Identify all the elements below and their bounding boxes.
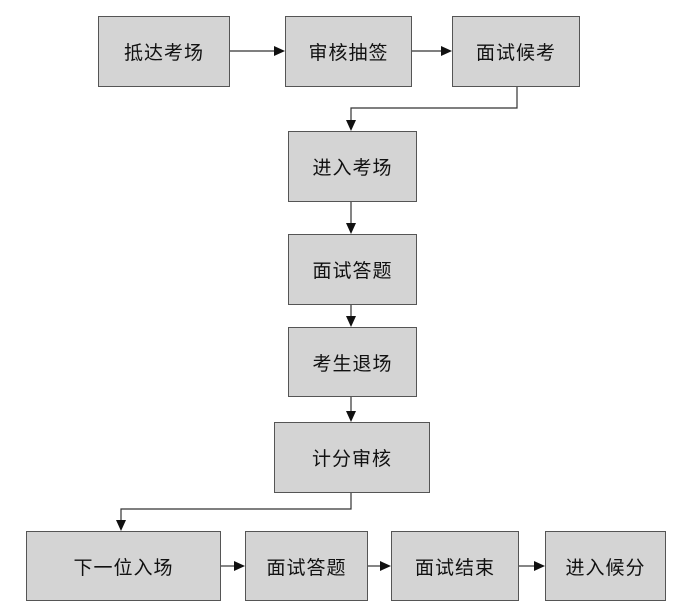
connector-next-enter-to-answer-questions-2-arrowhead	[234, 561, 245, 571]
connector-answer-questions-to-candidate-exit-arrowhead	[346, 316, 356, 327]
connector-score-review-to-next-enter-arrowhead	[116, 520, 126, 531]
connector-arrive-to-review-draw-arrowhead	[274, 46, 285, 56]
node-answer-questions-2: 面试答题	[245, 531, 368, 601]
connector-candidate-exit-to-score-review-arrowhead	[346, 411, 356, 422]
node-interview-end: 面试结束	[391, 531, 519, 601]
connector-review-draw-to-wait-interview-arrowhead	[441, 46, 452, 56]
connector-answer-questions-2-to-interview-end-arrowhead	[380, 561, 391, 571]
connector-score-review-to-next-enter	[120, 493, 352, 520]
node-arrive: 抵达考场	[98, 16, 230, 87]
node-wait-interview: 面试候考	[452, 16, 580, 87]
node-answer-questions: 面试答题	[288, 234, 417, 305]
node-score-review: 计分审核	[274, 422, 430, 493]
node-next-enter: 下一位入场	[26, 531, 221, 601]
node-candidate-exit: 考生退场	[288, 327, 417, 397]
node-enter-wait-score: 进入候分	[545, 531, 666, 601]
connector-interview-end-to-enter-wait-score-arrowhead	[534, 561, 545, 571]
connector-enter-room-to-answer-questions-arrowhead	[346, 223, 356, 234]
node-enter-room: 进入考场	[288, 131, 417, 202]
node-review-draw: 审核抽签	[285, 16, 412, 87]
connector-wait-interview-to-enter-room-arrowhead	[346, 120, 356, 131]
connector-wait-interview-to-enter-room	[350, 87, 518, 120]
